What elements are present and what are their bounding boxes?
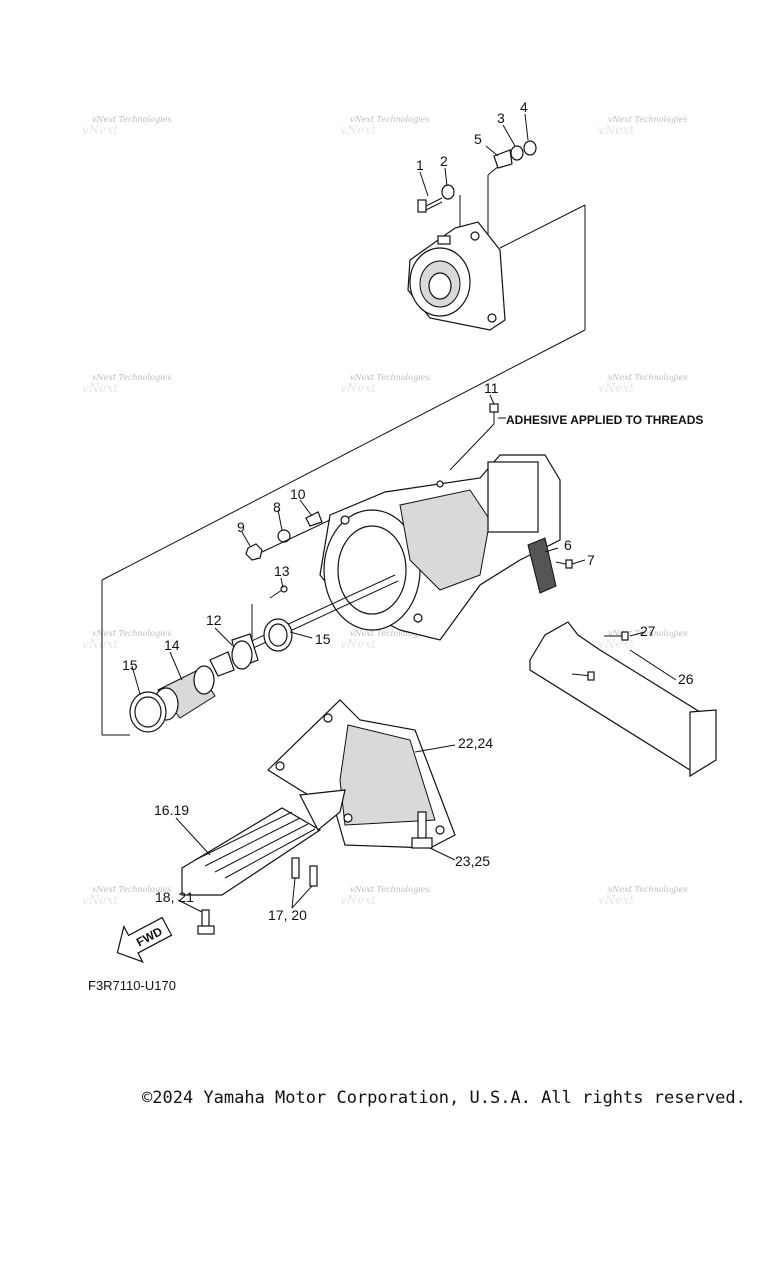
ride-plate [267, 699, 456, 849]
part-labels: 1 2 3 4 5 6 7 8 9 10 11 12 13 14 15 15 1… [122, 99, 694, 923]
part-label-13: 13 [274, 563, 290, 579]
watermark-text: vNext Technologies [350, 885, 429, 894]
part-label-8: 8 [273, 499, 281, 515]
part-label-26: 26 [678, 671, 694, 687]
svg-text:vNext: vNext [340, 637, 376, 651]
svg-text:vNext: vNext [598, 381, 634, 395]
svg-text:vNext: vNext [82, 893, 118, 907]
part-label-12: 12 [206, 612, 222, 628]
assembly-guide-lines [101, 164, 586, 736]
part-label-1: 1 [416, 157, 424, 173]
part-label-10: 10 [290, 486, 306, 502]
top-fasteners [417, 140, 537, 213]
svg-text:vNext: vNext [82, 637, 118, 651]
part-label-16-19: 16.19 [154, 802, 189, 818]
watermark-text: vNext Technologies [92, 373, 171, 382]
part-label-17-20: 17, 20 [268, 907, 307, 923]
watermark-text: vNext Technologies [350, 373, 429, 382]
drive-shaft [231, 574, 399, 657]
svg-text:vNext: vNext [82, 123, 118, 137]
watermark-text: vNext Technologies [608, 629, 687, 638]
part-label-23-25: 23,25 [455, 853, 490, 869]
part-label-14: 14 [164, 637, 180, 653]
watermark-text: vNext Technologies [608, 885, 687, 894]
svg-text:vNext: vNext [598, 123, 634, 137]
bearing-housing [407, 221, 506, 331]
watermark-text: vNext Technologies [350, 115, 429, 124]
part-label-22-24: 22,24 [458, 735, 493, 751]
part-label-2: 2 [440, 153, 448, 169]
bolt-11 [449, 403, 506, 471]
svg-text:vNext: vNext [82, 381, 118, 395]
watermark-text: vNext Technologies [92, 115, 171, 124]
pad-6 [527, 537, 573, 594]
plate-26 [529, 621, 717, 778]
leader-lines [131, 113, 677, 913]
watermark-text: vNext Technologies [350, 629, 429, 638]
svg-text:vNext: vNext [598, 893, 634, 907]
watermark-text: vNext Technologies [92, 885, 171, 894]
part-label-18-21: 18, 21 [155, 889, 194, 905]
adhesive-note: ADHESIVE APPLIED TO THREADS [506, 413, 703, 427]
svg-text:vNext: vNext [340, 123, 376, 137]
fwd-arrow-icon: FWD [116, 916, 173, 963]
watermark-text: vNext Technologies [92, 629, 171, 638]
diagram-code: F3R7110-U170 [88, 978, 176, 993]
svg-text:vNext: vNext [340, 893, 376, 907]
svg-text:vNext: vNext [340, 381, 376, 395]
intake-grate [181, 789, 346, 896]
part-label-27: 27 [640, 623, 656, 639]
part-label-6: 6 [564, 537, 572, 553]
part-label-15a: 15 [122, 657, 138, 673]
part-label-3: 3 [497, 110, 505, 126]
jet-pump-body [319, 454, 561, 641]
part-label-7: 7 [587, 552, 595, 568]
part-label-5: 5 [474, 131, 482, 147]
part-label-11: 11 [484, 380, 499, 396]
svg-text:vNext: vNext [598, 637, 634, 651]
bolts-lower [197, 811, 433, 935]
hose-assembly [129, 618, 293, 733]
part-label-15b: 15 [315, 631, 331, 647]
part-label-4: 4 [520, 99, 528, 115]
part-label-9: 9 [237, 519, 245, 535]
nut-washer [245, 511, 331, 561]
watermark-text: vNext Technologies [608, 373, 687, 382]
copyright-notice: ©2024 Yamaha Motor Corporation, U.S.A. A… [142, 1088, 746, 1108]
watermark-text: vNext Technologies [608, 115, 687, 124]
